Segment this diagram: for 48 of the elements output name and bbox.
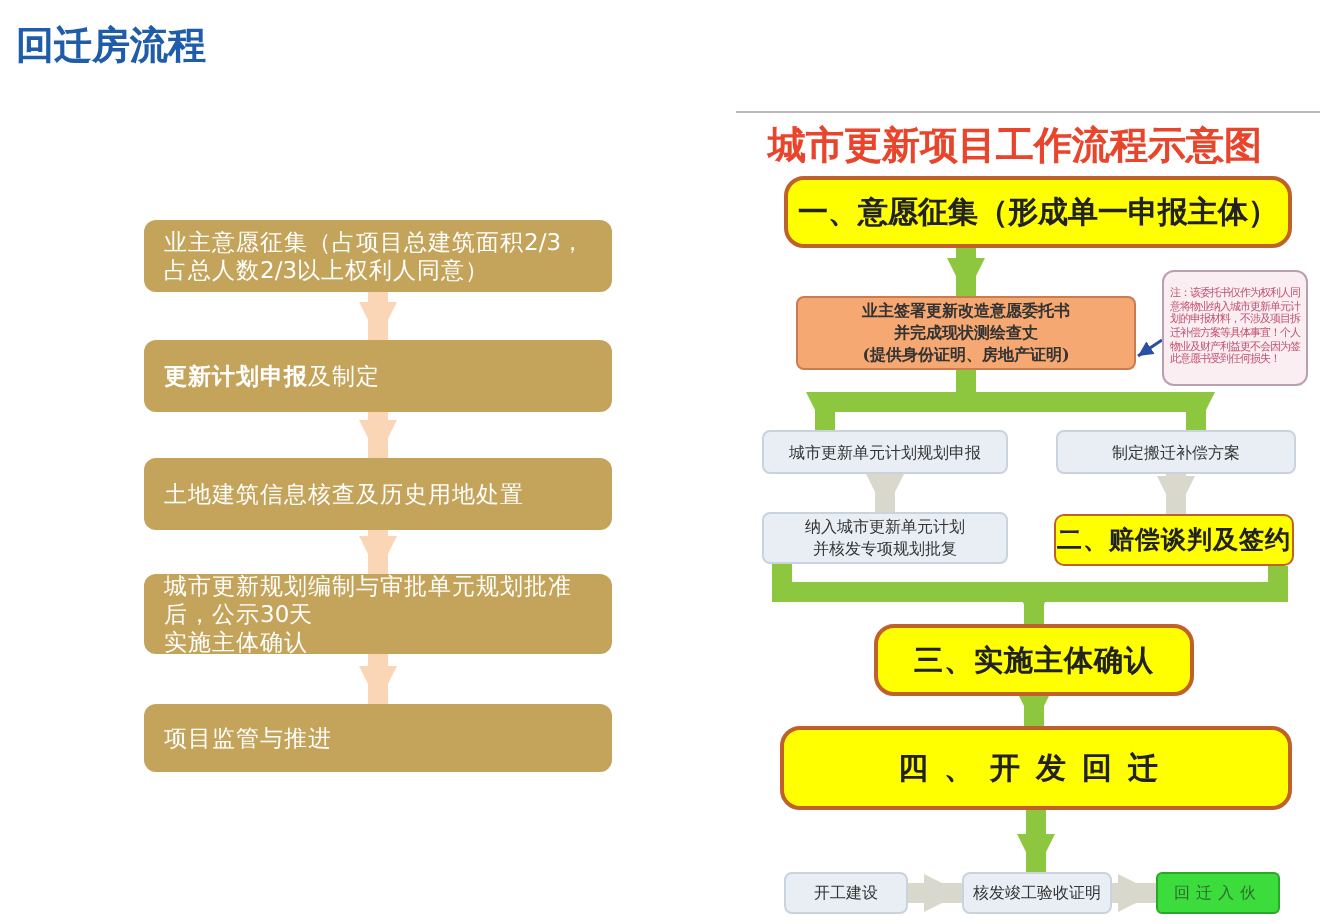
step-box — [144, 220, 612, 292]
page-title: 回迁房流程 — [16, 22, 206, 72]
step-box — [784, 872, 908, 914]
step-text: 城市更新规划编制与审批单元规划批准后，公示30天 — [164, 572, 574, 628]
step-box — [1156, 872, 1280, 914]
arrow — [1112, 874, 1156, 912]
step-text: 四、开发回迁 — [898, 749, 1174, 787]
step-box — [144, 340, 612, 412]
arrow — [908, 874, 962, 912]
step-text: 核发竣工验收证明 — [973, 882, 1101, 904]
step-box — [796, 296, 1136, 370]
step-text: 制定搬迁补偿方案 — [1112, 441, 1240, 463]
step-box — [1056, 430, 1296, 474]
arrow — [359, 530, 397, 574]
flowchart-heading: 城市更新项目工作流程示意图 — [768, 122, 1262, 172]
step-text: 业主签署更新改造意愿委托书并完成现状测绘查丈 — [860, 300, 1072, 344]
arrow — [1137, 338, 1163, 358]
stage-box — [784, 176, 1292, 248]
stage-box — [780, 726, 1292, 810]
step-text: 回迁入伙 — [1174, 882, 1262, 904]
step-box — [762, 430, 1008, 474]
step-text: 实施主体确认 — [164, 628, 310, 656]
step-text: 纳入城市更新单元计划并核发专项规划批复 — [803, 516, 967, 560]
step-box — [962, 872, 1112, 914]
note-box — [1162, 270, 1308, 386]
arrow — [359, 292, 397, 340]
step-text: 业主意愿征集（占项目总建筑面积2/3，占总人数2/3以上权利人同意） — [164, 228, 588, 284]
step-text: 城市更新单元计划规划申报 — [789, 441, 981, 463]
step-box — [762, 512, 1008, 564]
stage-box — [1054, 514, 1294, 566]
step-text: 开工建设 — [814, 882, 878, 904]
stage-box — [874, 624, 1194, 696]
step-box — [144, 458, 612, 530]
arrow — [947, 248, 985, 296]
step-text: 三、实施主体确认 — [914, 641, 1154, 679]
step-text: 更新计划申报及制定 — [164, 362, 382, 390]
step-text: 一、意愿征集（形成单一申报主体） — [798, 193, 1278, 231]
arrow — [1017, 810, 1055, 872]
arrow — [866, 474, 904, 512]
arrow — [359, 412, 397, 458]
step-text: 土地建筑信息核查及历史用地处置 — [164, 480, 526, 508]
arrow — [359, 654, 397, 704]
step-box — [144, 704, 612, 772]
step-text: (提供身份证明、房地产证明) — [862, 344, 1070, 366]
arrow — [1157, 474, 1195, 514]
step-text: 二、赔偿谈判及签约 — [1057, 523, 1291, 557]
step-text: 项目监管与推进 — [164, 724, 334, 752]
step-box — [144, 574, 612, 654]
